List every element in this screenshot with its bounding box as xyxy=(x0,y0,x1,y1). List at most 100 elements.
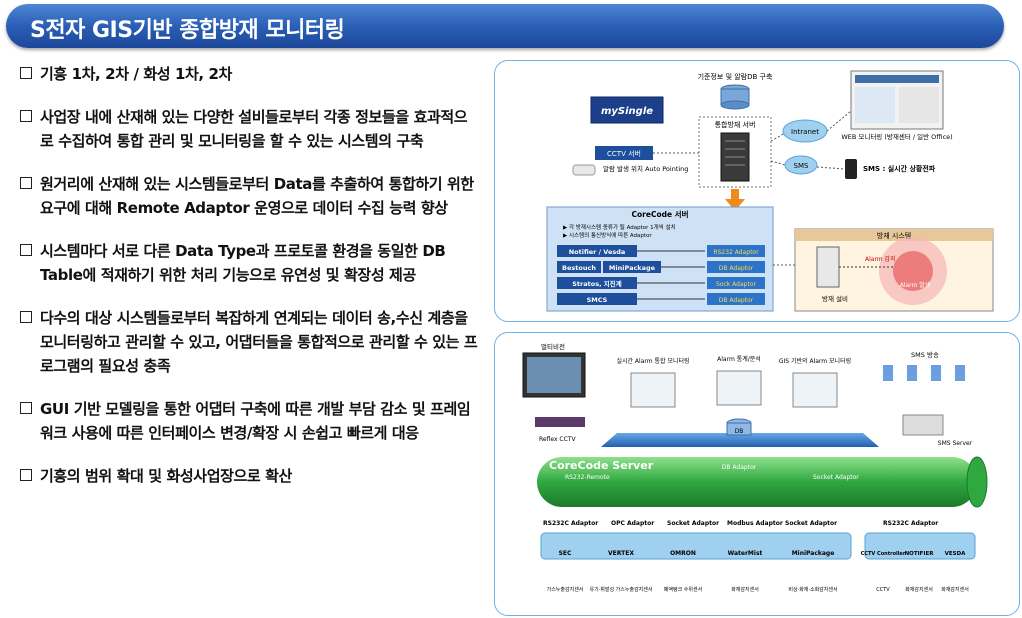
web-monitor-label: WEB 모니터링 (방재센터 / 일반 Office) xyxy=(841,132,952,141)
checkbox-icon xyxy=(20,177,32,189)
cctv-server-box xyxy=(595,146,653,160)
sensor-label: 폐액탱크 수위센서 xyxy=(664,586,702,593)
checkbox-icon xyxy=(20,244,32,256)
adaptor-label: Sock Adaptor xyxy=(716,281,756,288)
monitor-label: Alarm 통계/분석 xyxy=(717,355,761,363)
bullet-text: 시스템마다 서로 다른 Data Type과 프로토콜 환경을 동일한 DB T… xyxy=(40,242,446,284)
system-label: CCTV Controller xyxy=(861,551,906,557)
adaptor-label: RS232C Adaptor xyxy=(883,520,938,527)
bullet-item: 사업장 내에 산재해 있는 다양한 설비들로부터 각종 정보들을 효과적으로 수… xyxy=(18,105,478,153)
checkbox-icon xyxy=(20,110,32,122)
sms-call-label: SMS : 실시간 상황전파 xyxy=(863,164,936,173)
alarm-raise-label: Alarm 발생 xyxy=(900,281,931,289)
adaptor-label: Socket Adaptor xyxy=(667,520,719,527)
server-title: CoreCode Server xyxy=(549,459,654,472)
adaptor-label: DB Adaptor xyxy=(719,265,754,272)
adaptor-label: Socket Adaptor xyxy=(813,474,859,481)
bullet-text: GUI 기반 모델링을 통한 어댑터 구축에 따른 개발 부담 감소 및 프레임… xyxy=(40,400,471,442)
sensor-label: 가스누출감지센서 xyxy=(547,586,584,593)
checkbox-icon xyxy=(20,67,32,79)
sensor-label: 화재감지센서 xyxy=(941,586,969,593)
sms-server-label: SMS Server xyxy=(938,440,973,447)
architecture-diagram-top: 기준정보 및 알람DB 구축 mySingle 통합방재 서버 CCTV 서버 … xyxy=(494,60,1020,322)
adaptor-label: Socket Adaptor xyxy=(785,520,837,527)
page-title: S전자 GIS기반 종합방재 모니터링 xyxy=(30,18,345,43)
bullet-text: 다수의 대상 시스템들로부터 복잡하게 연계되는 데이터 송,수신 계층을 모니… xyxy=(40,309,478,375)
bullet-text: 기흥의 범위 확대 및 화성사업장으로 확산 xyxy=(40,467,292,485)
phone-icon xyxy=(931,365,941,381)
facility-title: 방재 시스템 xyxy=(877,231,911,240)
monitor-screen xyxy=(716,370,762,406)
cctv-server-label: CCTV 서버 xyxy=(607,149,641,158)
bullet-item: 다수의 대상 시스템들로부터 복잡하게 연계되는 데이터 송,수신 계층을 모니… xyxy=(18,306,478,378)
source-label: MiniPackage xyxy=(609,264,656,272)
alarm-detect-label: Alarm 감지 xyxy=(865,255,896,263)
bullet-text: 원거리에 산재해 있는 시스템들로부터 Data를 추출하여 통합하기 위한 요… xyxy=(40,175,474,217)
corecode-title: CoreCode 서버 xyxy=(632,209,689,219)
monitor-label: GIS 기반의 Alarm 모니터링 xyxy=(779,357,851,365)
phone-icon xyxy=(845,159,857,179)
multivision-label: 멀티비전 xyxy=(541,342,565,351)
source-list: Notifier / Vesda Bestouch MiniPackage St… xyxy=(557,245,661,305)
source-label: Notifier / Vesda xyxy=(569,248,626,256)
system-label: MiniPackage xyxy=(792,550,835,557)
adaptor-label: RS232 Adaptor xyxy=(713,249,759,256)
sms-broadcast-label: SMS 방송 xyxy=(911,350,939,359)
intranet-label: Intranet xyxy=(791,128,819,136)
facility-label: 방재 설비 xyxy=(822,294,848,303)
system-group-left xyxy=(540,532,852,560)
adaptor-list: RS232 Adaptor DB Adaptor Sock Adaptor DB… xyxy=(637,245,765,305)
network-platform xyxy=(601,433,879,447)
system-label: NOTIFIER xyxy=(905,551,935,557)
monitor-label: 실시간 Alarm 통합 모니터링 xyxy=(616,357,689,365)
bullet-text: 사업장 내에 산재해 있는 다양한 설비들로부터 각종 정보들을 효과적으로 수… xyxy=(40,108,468,150)
sensor-label: 비상·화재·소화감지센서 xyxy=(788,586,837,593)
bullet-item: GUI 기반 모델링을 통한 어댑터 구축에 따른 개발 부담 감소 및 프레임… xyxy=(18,397,478,445)
adaptor-label: DB Adaptor xyxy=(719,297,754,304)
system-label: SEC xyxy=(559,550,572,557)
server-frame xyxy=(698,116,772,188)
phone-icon xyxy=(955,365,965,381)
bullet-item: 기흥 1차, 2차 / 화성 1차, 2차 xyxy=(18,62,478,86)
checkbox-icon xyxy=(20,469,32,481)
corecode-note: ▶ 시스템의 통신방식에 따른 Adaptor xyxy=(563,231,652,239)
checkbox-icon xyxy=(20,311,32,323)
server-label: 통합방재 서버 xyxy=(715,120,756,129)
adaptor-label: RS232-Remote xyxy=(565,474,610,481)
corecode-note: ▶ 각 방재시스템 종류가 될 Adaptor 1개씩 설치 xyxy=(563,223,676,231)
sensor-label: 화재감지센서 xyxy=(731,586,759,593)
adaptor-label: RS232C Adaptor xyxy=(543,520,598,527)
reflex-label: Reflex CCTV xyxy=(539,436,576,443)
bullet-item: 시스템마다 서로 다른 Data Type과 프로토콜 환경을 동일한 DB T… xyxy=(18,239,478,287)
bullet-item: 원거리에 산재해 있는 시스템들로부터 Data를 추출하여 통합하기 위한 요… xyxy=(18,172,478,220)
title-bar: S전자 GIS기반 종합방재 모니터링 xyxy=(6,4,1004,48)
sms-server-icon xyxy=(902,414,944,436)
bullet-item: 기흥의 범위 확대 및 화성사업장으로 확산 xyxy=(18,464,478,488)
camera-icon xyxy=(572,164,596,176)
db-label: DB xyxy=(735,428,744,435)
reflex-device xyxy=(535,417,585,427)
sms-label: SMS xyxy=(794,162,809,170)
phone-icon xyxy=(907,365,917,381)
monitor-screen xyxy=(630,372,676,408)
system-label: WaterMist xyxy=(728,550,763,557)
source-label: Bestouch xyxy=(562,264,596,272)
system-group-right xyxy=(864,532,976,560)
adaptor-label: OPC Adaptor xyxy=(611,520,654,527)
system-label: VERTEX xyxy=(608,550,634,557)
bullet-text: 기흥 1차, 2차 / 화성 1차, 2차 xyxy=(40,65,232,83)
bullet-list: 기흥 1차, 2차 / 화성 1차, 2차 사업장 내에 산재해 있는 다양한 … xyxy=(18,62,478,507)
corecode-server-pipe xyxy=(537,457,977,507)
source-label: SMCS xyxy=(587,296,608,304)
source-label: Stratos, 지진계 xyxy=(572,279,622,288)
arrow-down-icon xyxy=(725,189,745,211)
system-label: VESDA xyxy=(945,551,967,557)
sms-cloud xyxy=(784,155,818,175)
system-label: OMRON xyxy=(670,550,696,557)
mysingle-text: mySingle xyxy=(601,106,653,117)
phone-icon xyxy=(883,365,893,381)
database-icon xyxy=(720,84,750,110)
auto-pointing-label: 알람 발생 위치 Auto Pointing xyxy=(603,164,688,173)
adaptor-label: Modbus Adaptor xyxy=(727,520,783,527)
monitor-screen xyxy=(792,372,838,408)
